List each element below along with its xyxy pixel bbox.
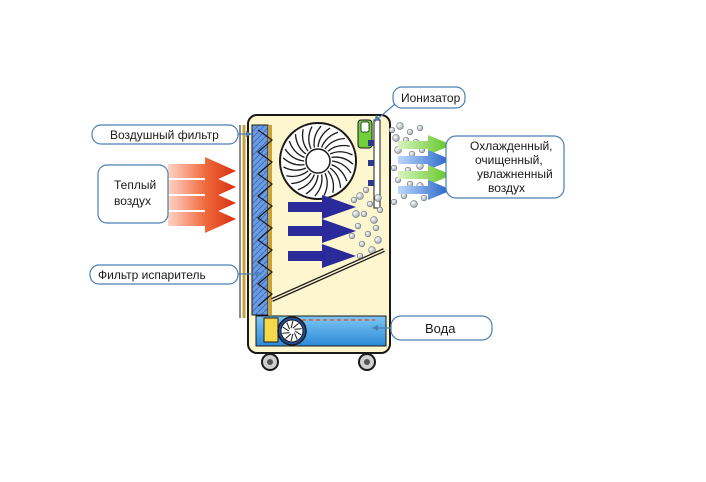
callout-water: Вода (372, 315, 493, 341)
bubble (350, 196, 358, 204)
bubble (360, 210, 368, 218)
bubble (390, 198, 398, 206)
wheel-icon (261, 353, 376, 371)
label-output-line2: очищенный, (475, 153, 543, 167)
bubble (366, 200, 374, 208)
bubble (348, 232, 356, 240)
bubble (352, 210, 360, 218)
callout-ionizer: Ионизатор (373, 86, 466, 123)
bubble (364, 230, 372, 238)
bubble (420, 194, 428, 202)
output-grille (368, 140, 374, 186)
label-output-line3: увлажненный (477, 167, 553, 181)
bubble (362, 186, 370, 194)
label-output-line4: воздух (488, 181, 525, 195)
bubble (392, 134, 400, 142)
bubble (354, 222, 362, 230)
bubble (416, 124, 424, 132)
bubble (388, 126, 396, 134)
callout-evaporator-filter: Фильтр испаритель (89, 264, 262, 285)
label-water: Вода (425, 321, 456, 336)
bubble (374, 236, 382, 244)
bubble (410, 200, 418, 208)
label-output-line1: Охлажденный, (470, 139, 553, 153)
bubble (372, 224, 380, 232)
bubble (406, 128, 414, 136)
bubble (358, 240, 366, 248)
bubble (390, 164, 398, 172)
callout-air-filter: Воздушный фильтр (91, 124, 252, 145)
label-warm-air-line2: воздух (114, 194, 151, 208)
fan-icon (279, 122, 357, 200)
label-ionizer: Ионизатор (401, 91, 461, 105)
bubble (356, 192, 364, 200)
label-air-filter: Воздушный фильтр (110, 128, 219, 142)
pump-icon (263, 316, 307, 346)
output-air-arrows (398, 135, 452, 200)
label-warm-air-line1: Теплый (114, 178, 156, 192)
evaporator-filter (257, 129, 273, 307)
bubble (370, 216, 378, 224)
internal-airflow-arrows (288, 195, 356, 268)
callout-warm-air: Теплый воздух (97, 164, 169, 224)
warm-air-arrows (168, 157, 236, 233)
bubble (374, 194, 382, 202)
callout-output-air: Охлажденный, очищенный, увлажненный возд… (445, 135, 565, 199)
label-evaporator-filter: Фильтр испаритель (98, 268, 206, 282)
bubble (406, 180, 414, 188)
bubble (408, 150, 416, 158)
bubble (396, 122, 404, 130)
bubble (376, 206, 384, 214)
internal-divider (271, 248, 385, 302)
bubble (400, 192, 408, 200)
